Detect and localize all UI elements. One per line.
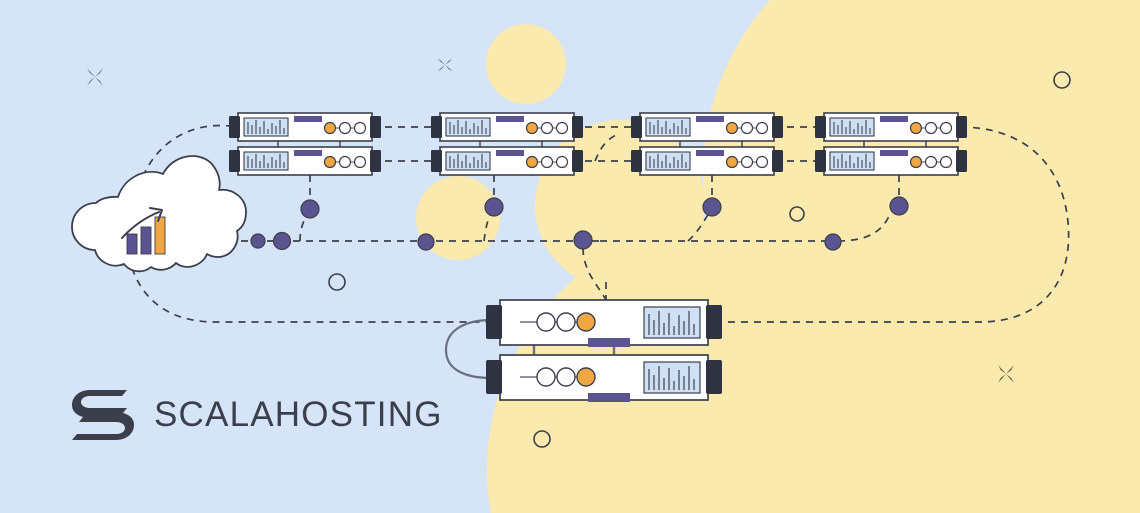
path-cloud-bottom-bus <box>131 267 492 323</box>
node-dot-2[interactable] <box>272 231 292 251</box>
main-server-group[interactable] <box>444 299 723 403</box>
node-dot-6[interactable] <box>573 230 593 250</box>
sparkle-2 <box>437 57 453 73</box>
yellow-blob-mid-left <box>416 176 500 260</box>
server-group-1[interactable] <box>228 112 382 176</box>
path-cloud-to-rack1-top <box>132 124 238 215</box>
path-node6-to-main-server <box>582 247 607 301</box>
open-circle-1 <box>328 273 346 291</box>
node-dot-4[interactable] <box>417 233 435 251</box>
brand-lockup: SCALAHOSTING <box>70 386 443 442</box>
cloud-bar-2 <box>140 226 152 255</box>
node-dot-8[interactable] <box>824 233 842 251</box>
cloud-growth-icon <box>71 155 247 273</box>
cloud-shape <box>71 155 247 273</box>
node-dot-5[interactable] <box>484 197 504 217</box>
sparkle-1 <box>86 68 104 86</box>
network-node-group <box>250 196 909 251</box>
yellow-blob-top-small <box>486 24 566 104</box>
path-right-loop <box>722 126 1070 323</box>
open-circle-3 <box>1053 71 1071 89</box>
sparkle-group <box>86 57 1015 383</box>
path-rack-crosslink <box>594 132 621 162</box>
scalahosting-s-logo-icon <box>72 390 134 440</box>
node-dot-1[interactable] <box>250 233 266 249</box>
yellow-blob-right-main <box>703 0 1140 437</box>
node-dot-3[interactable] <box>300 199 320 219</box>
node-dot-9[interactable] <box>889 196 909 216</box>
brand-name: SCALAHOSTING <box>154 394 443 434</box>
growth-arrow-head <box>149 207 163 222</box>
path-node7-to-bus <box>687 210 711 242</box>
path-bus-to-node9 <box>837 213 891 242</box>
node-dot-7[interactable] <box>702 197 722 217</box>
cloud-bar-1 <box>126 233 138 255</box>
open-circle-4 <box>533 430 551 448</box>
growth-arrow-curve <box>121 211 160 239</box>
main-server-loop-cable <box>444 318 493 380</box>
yellow-blob-group <box>416 0 1140 513</box>
sparkle-3 <box>997 365 1015 383</box>
open-circle-2 <box>789 206 805 222</box>
open-circle-group <box>328 71 1071 448</box>
server-group-4[interactable] <box>814 112 968 176</box>
server-group-3[interactable] <box>630 112 784 176</box>
server-group-2[interactable] <box>430 112 584 176</box>
